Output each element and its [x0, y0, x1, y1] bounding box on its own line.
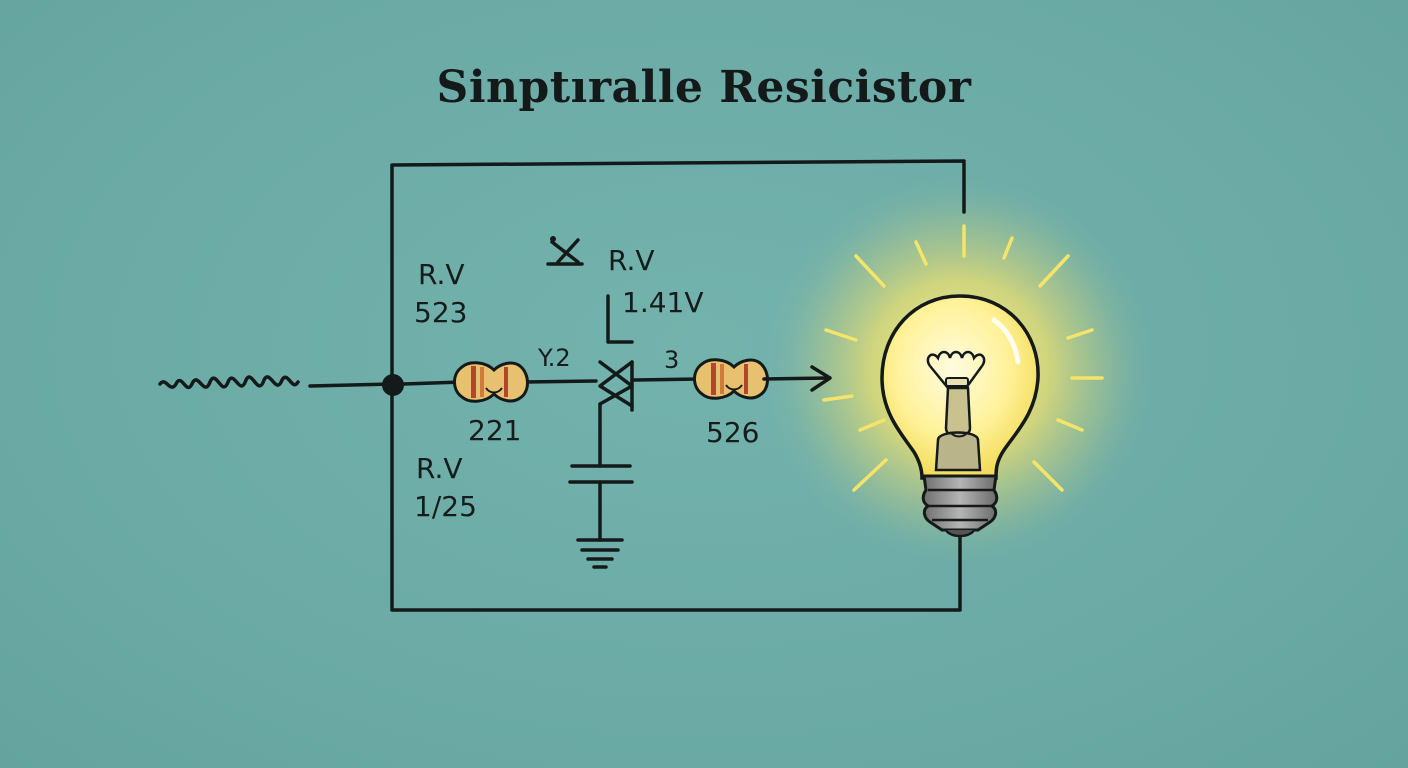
- resistor-icon: [453, 361, 529, 403]
- middle-value-label: 1.41V: [622, 286, 704, 319]
- ground-icon: [576, 538, 624, 569]
- middle-name-label: R.V: [608, 244, 655, 277]
- lightbulb-icon: [822, 224, 1104, 538]
- resistor2-value-label: 526: [706, 416, 759, 449]
- capacitor-icon: [568, 464, 634, 542]
- diagram-title: Sinptıralle Resicistor: [436, 62, 972, 113]
- main-wire: [402, 377, 702, 386]
- left-top-name-label: R.V: [418, 258, 465, 291]
- ac-source-squiggle-icon: [158, 375, 394, 390]
- resistor-icon: [693, 358, 769, 400]
- switch-mark-icon: [546, 236, 584, 266]
- current-arrow: [762, 365, 832, 392]
- left-bottom-name-label: R.V: [416, 452, 463, 485]
- resistor2-node-label: 3: [664, 346, 679, 374]
- outer-loop-wire: [390, 159, 966, 612]
- resistor1-value-label: 221: [468, 414, 521, 447]
- junction-node: [382, 374, 404, 396]
- left-bottom-value-label: 1/25: [414, 490, 477, 523]
- transistor-icon: [598, 294, 634, 468]
- light-rays: [822, 224, 1104, 492]
- left-top-value-label: 523: [414, 296, 467, 329]
- resistor1-node-label: Y.2: [537, 344, 571, 372]
